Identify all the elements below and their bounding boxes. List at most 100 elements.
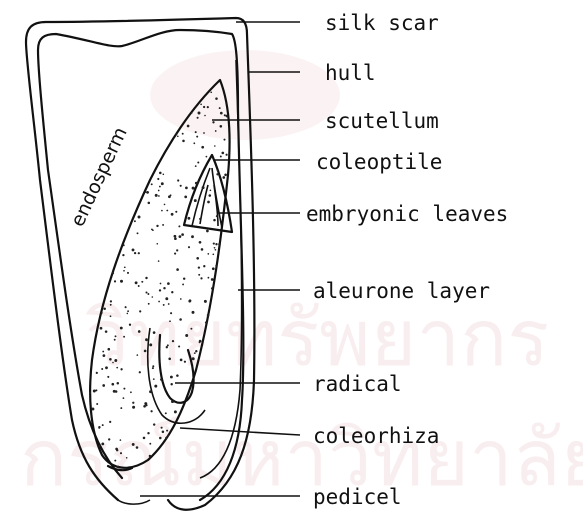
stipple-dot bbox=[141, 281, 143, 283]
stipple-dot bbox=[216, 215, 218, 217]
stipple-dot bbox=[162, 224, 164, 226]
stipple-dot bbox=[163, 174, 165, 176]
stipple-dot bbox=[150, 410, 152, 412]
stipple-dot bbox=[144, 402, 147, 405]
stipple-dot bbox=[170, 312, 172, 314]
stipple-dot bbox=[145, 191, 147, 193]
stipple-dot bbox=[127, 313, 129, 315]
stipple-dot bbox=[218, 243, 221, 246]
stipple-dot bbox=[101, 312, 103, 314]
stipple-dot bbox=[204, 300, 207, 303]
endosperm-label: endosperm bbox=[67, 124, 132, 230]
stipple-dot bbox=[177, 179, 179, 181]
stipple-dot bbox=[123, 397, 125, 399]
stipple-dot bbox=[184, 196, 187, 199]
stipple-dot bbox=[199, 241, 202, 244]
stipple-dot bbox=[159, 437, 162, 440]
label-hull: hull bbox=[325, 61, 376, 85]
stipple-dot bbox=[174, 410, 177, 413]
stipple-dot bbox=[116, 449, 118, 451]
stipple-dot bbox=[148, 303, 150, 305]
stipple-dot bbox=[203, 265, 205, 267]
stipple-dot bbox=[182, 140, 185, 143]
stipple-dot bbox=[209, 194, 212, 197]
stipple-dot bbox=[123, 270, 125, 272]
stipple-dot bbox=[224, 114, 226, 116]
stipple-dot bbox=[158, 260, 160, 262]
stipple-dot bbox=[207, 314, 210, 317]
stipple-dot bbox=[207, 106, 209, 108]
stipple-dot bbox=[174, 253, 176, 255]
watermark-logo bbox=[150, 50, 340, 140]
stipple-dot bbox=[152, 367, 154, 369]
stipple-dot bbox=[207, 201, 210, 204]
stipple-dot bbox=[114, 359, 117, 362]
stipple-dot bbox=[120, 452, 122, 454]
stipple-dot bbox=[134, 220, 136, 222]
stipple-dot bbox=[164, 204, 166, 206]
stipple-dot bbox=[215, 249, 217, 251]
stipple-dot bbox=[175, 211, 177, 213]
stipple-dot bbox=[167, 282, 170, 285]
stipple-dot bbox=[120, 327, 123, 330]
stipple-dot bbox=[154, 385, 157, 388]
stipple-dot bbox=[158, 190, 160, 192]
stipple-dot bbox=[153, 331, 156, 334]
label-radical: radical bbox=[313, 372, 402, 396]
stipple-dot bbox=[170, 383, 172, 385]
stipple-dot bbox=[160, 378, 162, 380]
stipple-dot bbox=[219, 107, 221, 109]
stipple-dot bbox=[109, 281, 111, 283]
stipple-dot bbox=[203, 106, 205, 108]
stipple-dot bbox=[152, 365, 154, 367]
stipple-dot bbox=[110, 300, 112, 302]
stipple-dot bbox=[149, 343, 152, 346]
stipple-dot bbox=[215, 130, 217, 132]
stipple-dot bbox=[197, 161, 199, 163]
stipple-dot bbox=[166, 210, 168, 212]
stipple-dot bbox=[111, 383, 114, 386]
stipple-dot bbox=[177, 135, 179, 137]
stipple-dot bbox=[145, 338, 148, 341]
stipple-dot bbox=[191, 112, 193, 114]
stipple-dot bbox=[155, 194, 158, 197]
stipple-dot bbox=[220, 125, 223, 128]
stipple-dot bbox=[220, 156, 222, 158]
stipple-dot bbox=[162, 431, 165, 434]
stipple-dot bbox=[211, 287, 213, 289]
stipple-dot bbox=[99, 445, 101, 447]
stipple-dot bbox=[176, 374, 179, 377]
stipple-dot bbox=[200, 277, 202, 279]
stipple-dot bbox=[103, 308, 106, 311]
stipple-dot bbox=[171, 291, 173, 293]
stipple-dot bbox=[212, 121, 214, 123]
stipple-dot bbox=[170, 376, 173, 379]
stipple-dot bbox=[105, 330, 108, 333]
stipple-dot bbox=[163, 304, 165, 306]
stipple-dot bbox=[125, 306, 127, 308]
stipple-dot bbox=[188, 300, 191, 303]
stipple-dot bbox=[182, 133, 184, 135]
stipple-dot bbox=[151, 296, 153, 298]
stipple-dot bbox=[149, 443, 151, 445]
stipple-dot bbox=[214, 145, 216, 147]
stipple-dot bbox=[156, 243, 158, 245]
stipple-dot bbox=[172, 340, 174, 342]
stipple-dot bbox=[120, 407, 122, 409]
stipple-dot bbox=[151, 229, 153, 231]
label-scutellum: scutellum bbox=[325, 109, 439, 133]
stipple-dot bbox=[138, 330, 141, 333]
stipple-dot bbox=[130, 391, 132, 393]
stipple-dot bbox=[91, 408, 94, 411]
stipple-dot bbox=[174, 237, 177, 240]
stipple-dot bbox=[127, 272, 129, 274]
stipple-dot bbox=[201, 146, 204, 149]
stipple-dot bbox=[175, 133, 177, 135]
stipple-dot bbox=[195, 350, 197, 352]
stipple-dot bbox=[167, 435, 169, 437]
stipple-dot bbox=[198, 274, 200, 276]
stipple-dot bbox=[115, 335, 117, 337]
stipple-dot bbox=[144, 350, 147, 353]
stipple-dot bbox=[168, 303, 170, 305]
stipple-dot bbox=[171, 400, 174, 403]
